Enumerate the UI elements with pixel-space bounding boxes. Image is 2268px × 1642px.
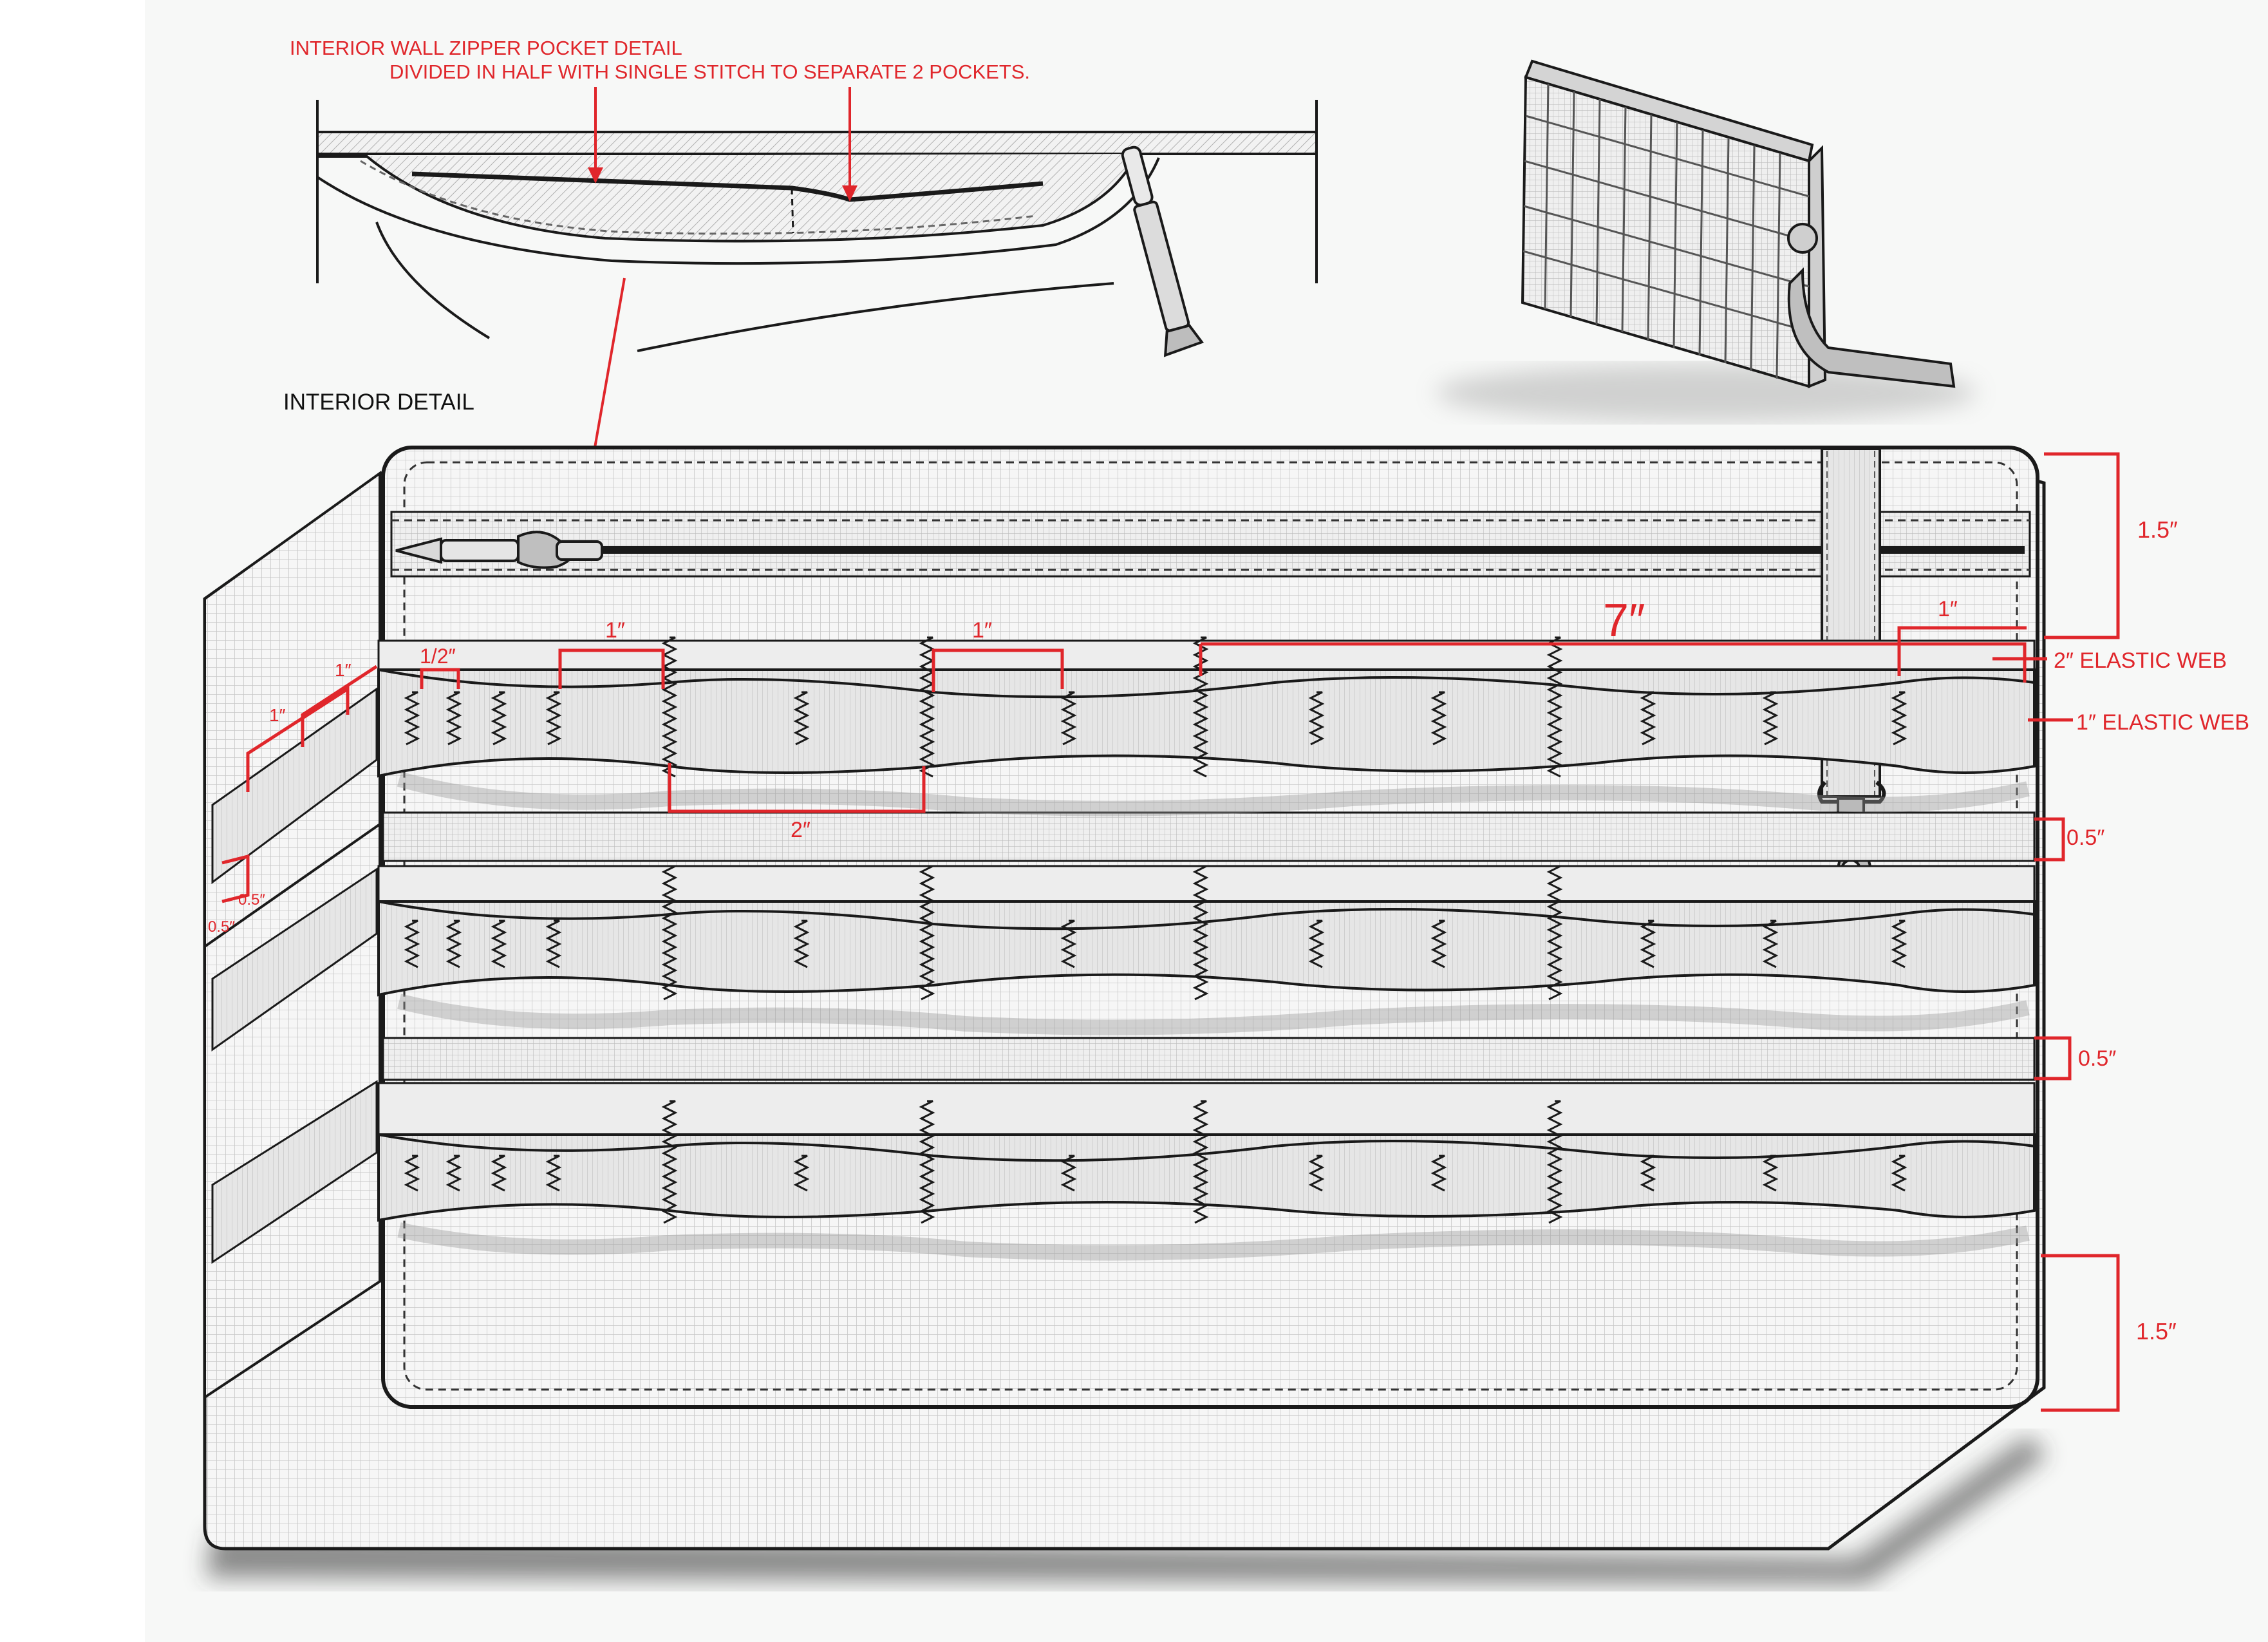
zigzag-stitch	[1192, 865, 1209, 1001]
elastic-row-3	[377, 1082, 2036, 1261]
zigzag-stitch	[1192, 636, 1209, 778]
zigzag-stitch	[1891, 1155, 1907, 1192]
zigzag-stitch	[545, 691, 562, 746]
dimension-side-half-b: 0.5″	[208, 918, 235, 936]
zigzag-stitch	[793, 920, 810, 968]
zigzag-stitch	[545, 1155, 562, 1192]
zipper-pocket-band	[390, 511, 2031, 578]
zigzag-stitch	[919, 636, 935, 778]
zigzag-stitch	[661, 865, 678, 1001]
zigzag-stitch	[1891, 920, 1907, 968]
zigzag-stitch	[491, 1155, 507, 1192]
callout-elastic-1in: 1″ ELASTIC WEB	[2076, 710, 2249, 735]
arrowhead	[588, 167, 603, 184]
zigzag-stitch	[1308, 920, 1325, 968]
zigzag-stitch	[1891, 691, 1907, 746]
zigzag-stitch	[1762, 691, 1779, 746]
zigzag-stitch	[1430, 1155, 1447, 1192]
zigzag-stitch	[793, 691, 810, 746]
zipper-track[interactable]	[412, 546, 2025, 554]
zigzag-stitch	[1308, 691, 1325, 746]
callout-elastic-2in: 2″ ELASTIC WEB	[2054, 648, 2227, 673]
zipper-pull-icon[interactable]	[395, 531, 603, 569]
zigzag-stitch	[1546, 1100, 1563, 1224]
zigzag-stitch	[1762, 920, 1779, 968]
zigzag-stitch	[1060, 691, 1077, 746]
zigzag-stitch	[445, 691, 462, 746]
zigzag-stitch	[1546, 865, 1563, 1001]
interior-detail-heading: INTERIOR DETAIL	[283, 390, 474, 415]
dimension-side-one-a: 1″	[335, 660, 351, 680]
dimension-bottom-margin: 1.5″	[2136, 1318, 2177, 1345]
zigzag-stitch	[919, 1100, 935, 1224]
dimension-pocket-width: 7″	[1603, 595, 1645, 646]
zigzag-stitch	[1640, 691, 1656, 746]
dimension-brackets	[221, 452, 2120, 1412]
bartack-stitches	[404, 636, 1907, 1224]
zigzag-stitch	[1762, 1155, 1779, 1192]
dimension-gap-1: 0.5″	[2067, 826, 2104, 850]
dimension-half-inch: 1/2″	[420, 645, 456, 668]
dimension-top-margin: 1.5″	[2137, 516, 2178, 543]
gap-band	[382, 1037, 2036, 1081]
zipper-pocket-detail-drawing	[316, 100, 1318, 352]
zigzag-stitch	[1430, 920, 1447, 968]
zigzag-stitch	[491, 691, 507, 746]
dimension-side-one-b: 1″	[269, 705, 286, 725]
gap-band	[382, 811, 2036, 862]
zigzag-stitch	[545, 920, 562, 968]
zigzag-stitch	[1192, 1100, 1209, 1224]
toiletry-bag-icon	[1436, 59, 1976, 422]
dimension-gap-2: 0.5″	[2078, 1046, 2116, 1071]
dimension-two-inch: 2″	[791, 818, 811, 842]
zigzag-stitch	[1640, 1155, 1656, 1192]
zigzag-stitch	[445, 1155, 462, 1192]
zigzag-stitch	[404, 1155, 420, 1192]
zigzag-stitch	[445, 920, 462, 968]
zigzag-stitch	[404, 920, 420, 968]
dimension-loop-a: 1″	[605, 618, 625, 643]
zigzag-stitch	[1308, 1155, 1325, 1192]
dimension-right-loop: 1″	[1938, 597, 1958, 621]
side-panel-elastic	[203, 687, 381, 1264]
zigzag-stitch	[1546, 636, 1563, 778]
zigzag-stitch	[661, 636, 678, 778]
dimension-loop-b: 1″	[972, 618, 992, 643]
dimension-side-half-a: 0.5″	[238, 891, 265, 909]
zipper-pull-icon	[1121, 146, 1204, 357]
zigzag-stitch	[491, 920, 507, 968]
zipper-detail-title: INTERIOR WALL ZIPPER POCKET DETAIL	[290, 37, 682, 59]
zigzag-stitch	[793, 1155, 810, 1192]
zigzag-stitch	[1060, 920, 1077, 968]
zigzag-stitch	[404, 691, 420, 746]
arrowhead	[842, 185, 858, 202]
zigzag-stitch	[1640, 920, 1656, 968]
zigzag-stitch	[919, 865, 935, 1001]
zigzag-stitch	[661, 1100, 678, 1224]
zigzag-stitch	[1060, 1155, 1077, 1192]
zigzag-stitch	[1430, 691, 1447, 746]
zipper-detail-subtitle: DIVIDED IN HALF WITH SINGLE STITCH TO SE…	[389, 61, 1030, 83]
